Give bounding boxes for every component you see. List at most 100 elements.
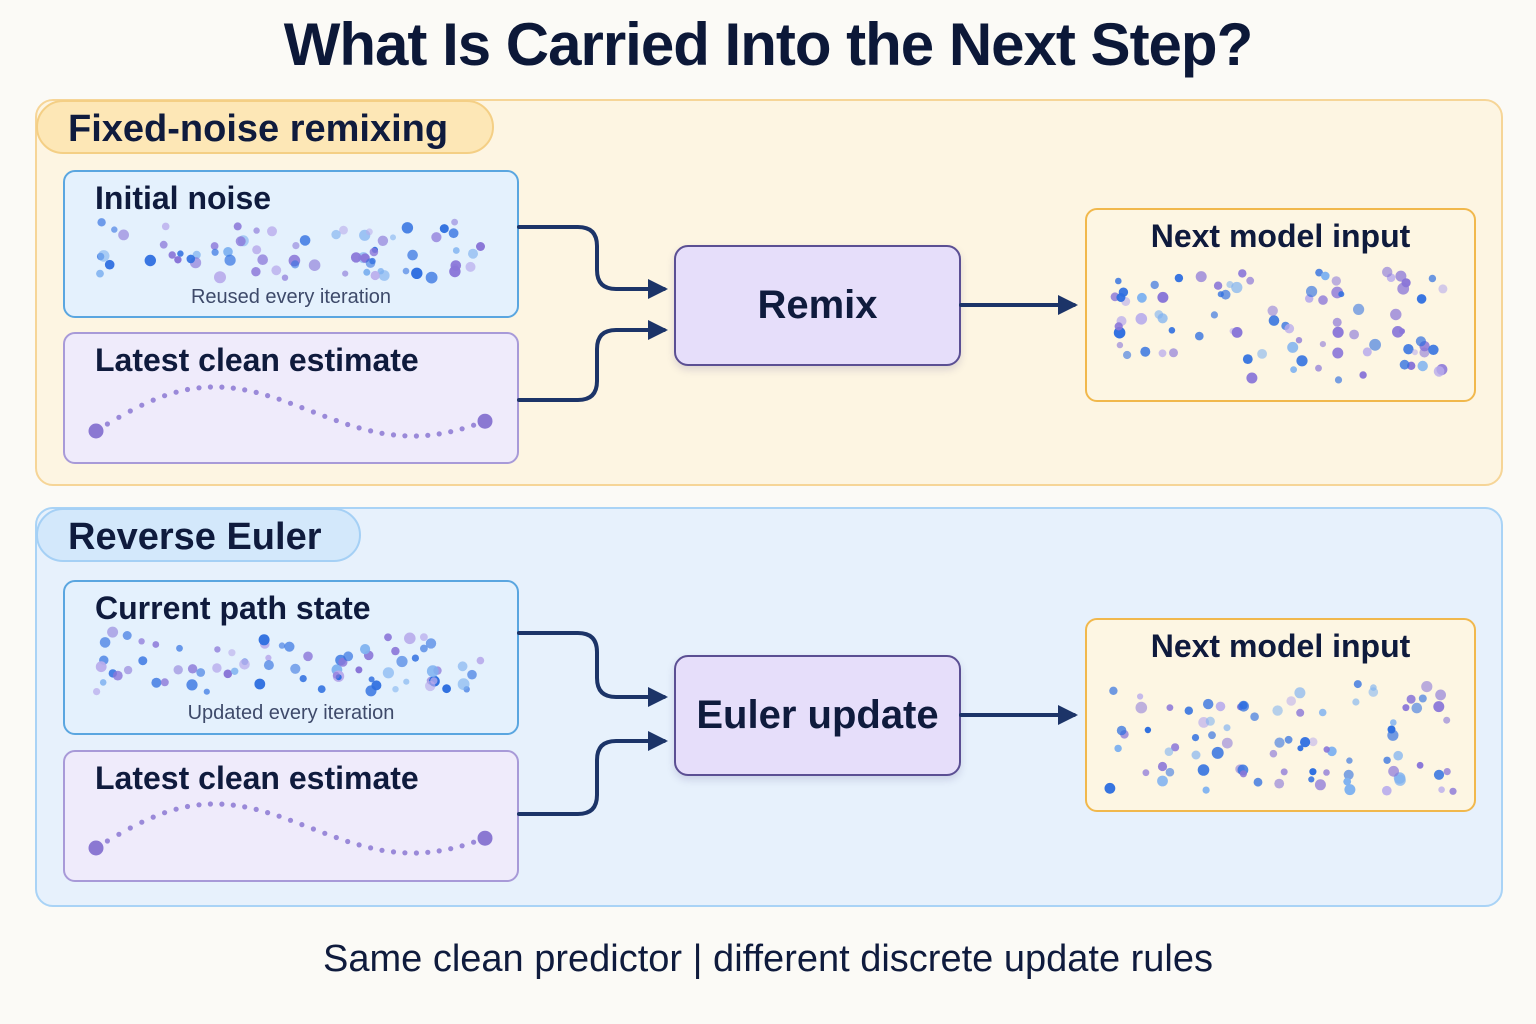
noise-dot	[476, 656, 485, 665]
noise-dot	[284, 641, 295, 652]
noise-dot	[1154, 310, 1164, 319]
noise-dot	[1346, 757, 1353, 764]
noise-dot	[212, 663, 222, 673]
curve-point	[287, 817, 294, 823]
arrow-estimate-to-remix	[517, 320, 668, 402]
noise-dot	[1388, 765, 1399, 777]
noise-dot	[1353, 680, 1362, 689]
curve-endpoint	[477, 830, 493, 846]
noise-dot	[231, 667, 239, 675]
noise-dot	[224, 254, 236, 266]
noise-dot	[425, 638, 437, 649]
noise-dot	[1137, 693, 1144, 700]
noise-dot	[1417, 360, 1428, 372]
noise-dot	[1210, 311, 1218, 319]
noise-dot	[1353, 303, 1365, 315]
noise-dot	[1297, 745, 1304, 752]
curve-point	[173, 389, 179, 395]
noise-dot	[96, 269, 104, 278]
noise-dot	[1390, 308, 1402, 321]
noise-dot	[1287, 341, 1299, 353]
noise-dot	[331, 229, 341, 240]
noise-dot	[1208, 731, 1216, 740]
noise-dot	[111, 226, 118, 233]
noise-dot	[93, 688, 101, 696]
curve-point	[379, 847, 385, 853]
noise-dot	[401, 222, 414, 234]
arrow-noise-to-remix	[517, 225, 668, 299]
noise-dot	[392, 686, 399, 693]
noise-dot	[448, 228, 459, 239]
curve-point	[104, 421, 110, 427]
clean-estimate-title-top: Latest clean estimate	[95, 342, 419, 378]
noise-dot	[452, 247, 460, 254]
noise-dot	[1150, 280, 1159, 290]
noise-dot	[1382, 785, 1392, 796]
curve-point	[448, 429, 454, 435]
noise-dot	[1369, 338, 1381, 351]
next-model-input-title-bottom: Next model input	[1150, 628, 1411, 664]
curve-point	[333, 417, 339, 424]
noise-dot	[1116, 725, 1127, 736]
noise-dot	[174, 256, 182, 264]
noise-dot	[1315, 268, 1323, 277]
noise-dot	[1392, 326, 1404, 338]
noise-dot	[1411, 702, 1423, 714]
noise-dot	[1352, 698, 1360, 706]
curve-point	[459, 843, 465, 849]
curve-point	[139, 819, 145, 825]
noise-dot	[267, 226, 277, 237]
noise-dot	[1109, 686, 1118, 695]
footer-caption: Same clean predictor | different discret…	[323, 938, 1213, 980]
noise-dot	[1205, 716, 1215, 726]
noise-dot	[196, 668, 206, 677]
noise-dot	[1286, 696, 1296, 706]
noise-dot	[186, 679, 198, 691]
noise-dot	[1362, 347, 1372, 357]
curve-point	[253, 806, 259, 813]
noise-dot	[1332, 326, 1344, 338]
noise-dot	[210, 242, 219, 250]
noise-dot	[1203, 698, 1214, 710]
noise-dot	[159, 240, 168, 249]
curve-point	[299, 405, 305, 411]
curve-point	[402, 433, 408, 439]
noise-dot	[369, 247, 379, 257]
next-model-input-dots-top	[1110, 266, 1448, 384]
noise-dot	[239, 659, 250, 670]
noise-dot	[176, 644, 183, 652]
curve-point	[356, 425, 362, 431]
noise-dot	[1211, 746, 1224, 759]
noise-dot	[122, 631, 132, 640]
curve-point	[127, 408, 133, 414]
noise-dot	[252, 245, 262, 255]
clean-estimate-card-top: Latest clean estimate	[63, 332, 519, 464]
noise-dot	[476, 242, 485, 251]
noise-dot	[1164, 747, 1174, 756]
noise-dot	[144, 254, 156, 267]
current-path-state-title: Current path state	[95, 590, 371, 626]
noise-dot	[223, 247, 233, 257]
noise-dot	[1267, 305, 1278, 316]
noise-dot	[192, 250, 201, 259]
noise-dot	[214, 646, 221, 653]
noise-dot	[1220, 289, 1231, 300]
noise-dot	[1300, 737, 1311, 748]
noise-dot	[1157, 291, 1169, 303]
curve-point	[276, 396, 282, 402]
noise-dot	[1332, 317, 1342, 327]
noise-dot	[1274, 778, 1285, 789]
noise-dot	[118, 229, 129, 241]
curve-point	[345, 838, 351, 845]
noise-dot	[1123, 350, 1132, 360]
noise-dot	[342, 270, 349, 277]
noise-dot	[1295, 337, 1303, 344]
noise-dot	[251, 267, 261, 277]
noise-dot	[1331, 276, 1342, 286]
curve-point	[265, 393, 271, 399]
noise-dot	[1421, 681, 1433, 693]
noise-dot	[420, 633, 428, 641]
noise-dot	[1443, 716, 1451, 724]
noise-dot	[411, 267, 423, 279]
